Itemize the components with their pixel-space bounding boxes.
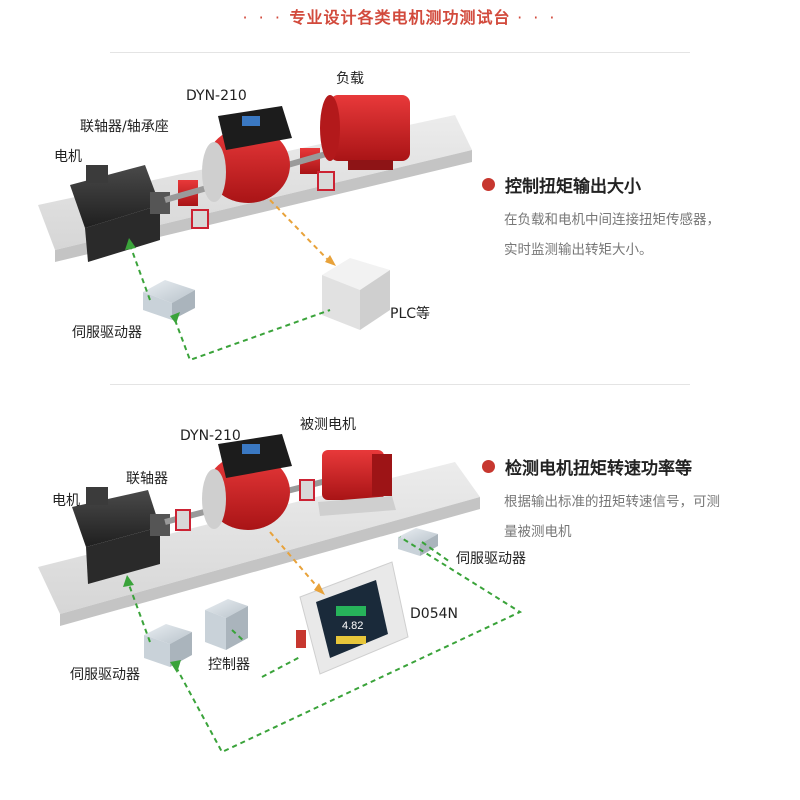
link-servo-right-tested bbox=[421, 541, 451, 563]
label-coupling: 联轴器 bbox=[126, 471, 168, 487]
label-motor: 电机 bbox=[54, 149, 82, 165]
label-servo-right: 伺服驱动器 bbox=[456, 551, 526, 567]
label-display: D054N bbox=[410, 606, 458, 622]
label-motor: 电机 bbox=[52, 493, 80, 509]
link-servo-plc bbox=[174, 309, 331, 362]
torque-sensor-icon bbox=[202, 106, 292, 203]
test-bench-illustration-1 bbox=[38, 95, 472, 362]
bench-platform-edge bbox=[60, 497, 480, 626]
servo-drive-left-icon bbox=[144, 624, 192, 667]
page-header: · · · 专业设计各类电机测功测试台 · · · bbox=[0, 4, 800, 32]
torque-sensor-icon bbox=[202, 434, 292, 530]
controller-icon bbox=[205, 599, 248, 650]
test-bench-illustration-2: 4.82 bbox=[38, 434, 523, 754]
feature-motor-testing: 检测电机扭矩转速功率等 根据输出标准的扭矩转速信号，可测 量被测电机 bbox=[482, 454, 782, 547]
link-sensor-display bbox=[269, 531, 321, 591]
motor-icon bbox=[72, 487, 170, 584]
bullet-icon bbox=[482, 460, 495, 473]
plc-icon bbox=[322, 258, 390, 330]
feature-torque-control: 控制扭矩输出大小 在负载和电机中间连接扭矩传感器， 实时监测输出转矩大小。 bbox=[482, 172, 782, 265]
servo-drive-icon bbox=[143, 280, 195, 320]
label-load: 负载 bbox=[336, 71, 364, 87]
coupling-icon bbox=[175, 479, 315, 531]
feature-desc-line1: 在负载和电机中间连接扭矩传感器， bbox=[504, 212, 720, 228]
label-sensor: DYN-210 bbox=[180, 428, 241, 444]
motor-icon bbox=[70, 165, 170, 262]
header-dots-right: · · · bbox=[517, 8, 558, 27]
divider-middle bbox=[110, 384, 690, 385]
label-sensor: DYN-210 bbox=[186, 88, 247, 104]
feature-title: 检测电机扭矩转速功率等 bbox=[505, 459, 692, 479]
label-servo: 伺服驱动器 bbox=[72, 325, 142, 341]
divider-top bbox=[110, 52, 690, 53]
link-controller-display bbox=[261, 656, 301, 678]
display-d054n-icon: 4.82 bbox=[296, 561, 409, 675]
feature-title: 控制扭矩输出大小 bbox=[505, 177, 641, 197]
feature-desc-line2: 量被测电机 bbox=[504, 524, 572, 540]
header-dots-left: · · · bbox=[242, 8, 283, 27]
display-value: 4.82 bbox=[342, 620, 363, 632]
link-servo-motor bbox=[129, 244, 151, 301]
label-controller: 控制器 bbox=[208, 657, 250, 673]
load-icon bbox=[320, 95, 410, 170]
link-sensor-plc bbox=[269, 199, 331, 263]
label-tested-motor: 被测电机 bbox=[300, 417, 356, 433]
tested-motor-icon bbox=[318, 450, 396, 516]
link-controller-servo bbox=[231, 629, 246, 643]
servo-drive-right-icon bbox=[398, 528, 438, 556]
link-loop bbox=[175, 536, 523, 754]
feature-desc-line1: 根据输出标准的扭矩转速信号，可测 bbox=[504, 494, 720, 510]
feature-desc-line2: 实时监测输出转矩大小。 bbox=[504, 242, 653, 258]
header-title: 专业设计各类电机测功测试台 bbox=[289, 8, 511, 27]
label-coupling: 联轴器/轴承座 bbox=[80, 119, 169, 135]
label-servo-left: 伺服驱动器 bbox=[70, 667, 140, 683]
bullet-icon bbox=[482, 178, 495, 191]
label-plc: PLC等 bbox=[390, 306, 431, 322]
link-servo-left-motor bbox=[127, 581, 151, 643]
